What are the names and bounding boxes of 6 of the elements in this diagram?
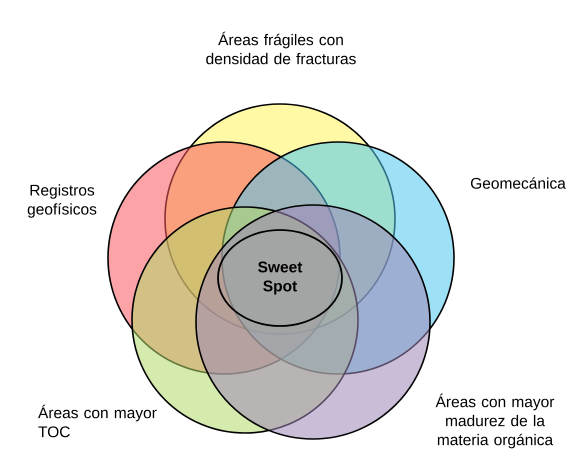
circle-label: Registros geofísicos xyxy=(28,184,96,218)
circle-label: Áreas con mayor madurez de la materia orgánica xyxy=(436,394,554,448)
sweet-spot-region: Sweet Spot xyxy=(217,229,343,327)
circle-label: Áreas frágiles con densidad de fracturas xyxy=(206,32,356,64)
circle-label: Áreas con mayor TOC xyxy=(38,404,157,438)
circle-label: Geomecánica xyxy=(470,177,566,189)
